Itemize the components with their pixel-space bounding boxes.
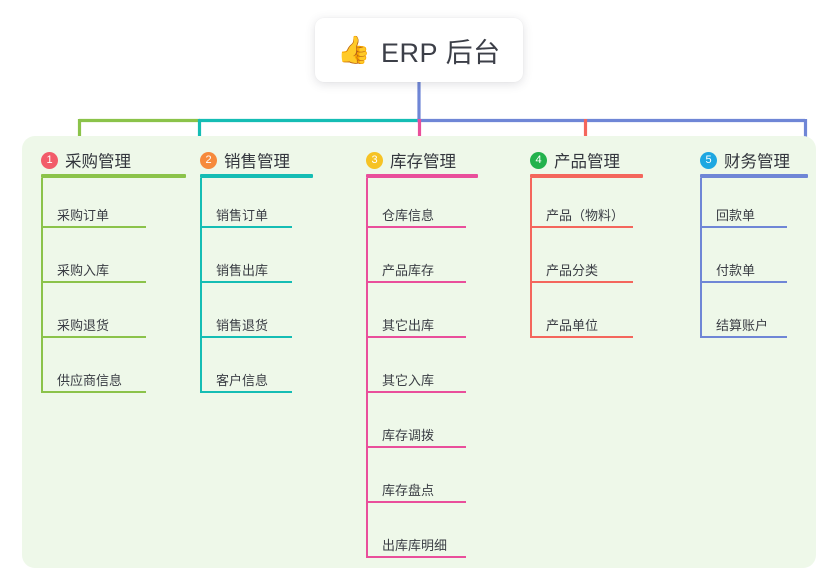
leaf-rule [200,336,292,338]
column-header-3[interactable]: 3 库存管理 [366,148,456,172]
leaf-rule [366,501,466,503]
column-header-rule [366,174,478,178]
column-trunk-line [700,178,702,338]
column-trunk-line [530,178,532,338]
column-trunk-line [41,178,43,393]
leaf-label[interactable]: 销售出库 [216,263,269,278]
column-header-2[interactable]: 2 销售管理 [200,148,290,172]
column-title: 销售管理 [224,153,290,171]
leaf-label[interactable]: 客户信息 [216,373,269,388]
leaf-label[interactable]: 采购订单 [57,208,110,223]
leaf-rule [366,281,466,283]
leaf-label[interactable]: 销售退货 [216,318,269,333]
number-badge-icon: 2 [200,151,217,169]
leaf-label[interactable]: 产品单位 [546,318,599,333]
column-header-rule [530,174,643,178]
leaf-rule [200,226,292,228]
leaf-rule [41,226,146,228]
column-title: 库存管理 [390,153,456,171]
leaf-rule [366,336,466,338]
leaf-label[interactable]: 其它出库 [382,318,435,333]
leaf-rule [700,281,787,283]
leaf-rule [366,556,466,558]
number-badge-icon: 3 [366,151,383,169]
leaf-rule [700,336,787,338]
leaf-label[interactable]: 库存调拨 [382,428,435,443]
leaf-label[interactable]: 回款单 [716,208,756,223]
column-header-4[interactable]: 4 产品管理 [530,148,620,172]
leaf-label[interactable]: 采购退货 [57,318,110,333]
column-title: 产品管理 [554,153,620,171]
leaf-rule [41,281,146,283]
page-title: ERP 后台 [381,37,501,68]
leaf-rule [366,446,466,448]
column-title: 采购管理 [65,153,131,171]
column-trunk-line [200,178,202,393]
leaf-rule [530,226,633,228]
leaf-rule [366,226,466,228]
leaf-label[interactable]: 产品库存 [382,263,435,278]
leaf-label[interactable]: 付款单 [716,263,756,278]
leaf-rule [41,336,146,338]
number-badge-icon: 4 [530,151,547,169]
leaf-rule [700,226,787,228]
leaf-rule [366,391,466,393]
leaf-rule [41,391,146,393]
leaf-label[interactable]: 结算账户 [716,318,769,333]
number-badge-icon: 5 [700,151,717,169]
leaf-label[interactable]: 出库库明细 [382,538,448,553]
thumbs-up-emoji: 👍 [337,34,372,65]
column-title: 财务管理 [724,153,790,171]
diagram-panel [22,136,816,568]
leaf-label[interactable]: 采购入库 [57,263,110,278]
column-header-rule [200,174,313,178]
column-trunk-line [366,178,368,558]
column-header-rule [41,174,186,178]
leaf-rule [530,336,633,338]
root-title-card: 👍 ERP 后台 [315,18,523,82]
column-header-5[interactable]: 5 财务管理 [700,148,790,172]
leaf-label[interactable]: 产品（物料） [546,208,625,223]
leaf-label[interactable]: 仓库信息 [382,208,435,223]
leaf-label[interactable]: 产品分类 [546,263,599,278]
column-header-rule [700,174,808,178]
leaf-rule [200,391,292,393]
column-header-1[interactable]: 1 采购管理 [41,148,131,172]
leaf-label[interactable]: 销售订单 [216,208,269,223]
leaf-label[interactable]: 其它入库 [382,373,435,388]
leaf-label[interactable]: 库存盘点 [382,483,435,498]
leaf-label[interactable]: 供应商信息 [57,373,123,388]
number-badge-icon: 1 [41,151,58,169]
leaf-rule [530,281,633,283]
leaf-rule [200,281,292,283]
